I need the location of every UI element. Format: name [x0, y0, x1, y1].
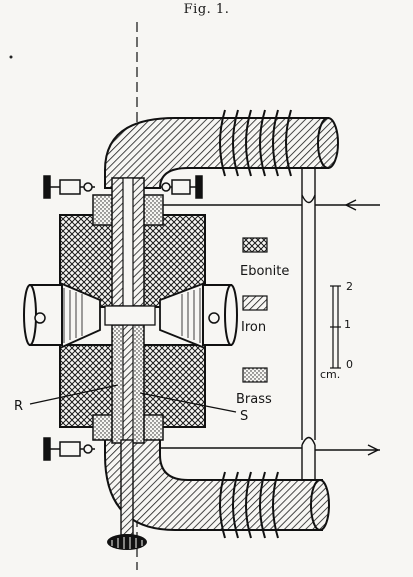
left-cone-lines — [63, 288, 83, 343]
figure-title: Fig. 1. — [183, 2, 230, 17]
upper-coil — [219, 109, 292, 177]
pole-gap — [104, 305, 156, 326]
legend-label-ebonite: Ebonite — [240, 264, 289, 279]
scale-unit: cm. — [320, 368, 340, 381]
scale-tick-0: 0 — [346, 358, 353, 371]
stray-mark — [9, 55, 13, 59]
lower-coil — [219, 471, 279, 539]
lower-left-terminal — [43, 437, 95, 461]
right-screw-icon — [208, 312, 220, 324]
circuit-wires — [160, 168, 380, 480]
lower-current-arrow — [367, 444, 380, 456]
upper-right-terminal — [160, 175, 203, 199]
upper-left-terminal — [43, 175, 95, 199]
scale-tick-1: 1 — [344, 318, 351, 331]
label-s: S — [240, 409, 248, 424]
scale-tick-2: 2 — [346, 280, 353, 293]
legend-label-iron: Iron — [241, 320, 266, 335]
legend-swatch-iron — [242, 295, 268, 311]
upper-magnet-arm — [104, 117, 329, 189]
knob-grip-lines — [111, 537, 143, 549]
lower-arm-end — [310, 479, 330, 531]
left-screw-icon — [34, 312, 46, 324]
upper-arm-end — [317, 117, 339, 169]
legend-label-brass: Brass — [236, 392, 272, 407]
legend-swatch-brass — [242, 367, 268, 383]
s-leader-line — [139, 392, 237, 413]
lower-magnet-arm — [104, 427, 323, 531]
adjusting-screw-knob — [107, 534, 147, 550]
legend-swatch-ebonite — [242, 237, 268, 253]
left-tube-end — [23, 284, 37, 346]
upper-current-arrow — [344, 199, 357, 211]
scale-bar — [330, 285, 341, 369]
upper-core-bore — [122, 177, 134, 307]
adjusting-screw-shaft — [120, 439, 134, 536]
r-leader-line — [29, 384, 119, 405]
label-r: R — [14, 399, 23, 414]
right-tube-end — [224, 284, 238, 346]
lower-core-inner — [122, 324, 134, 444]
right-cone-lines — [181, 288, 201, 343]
